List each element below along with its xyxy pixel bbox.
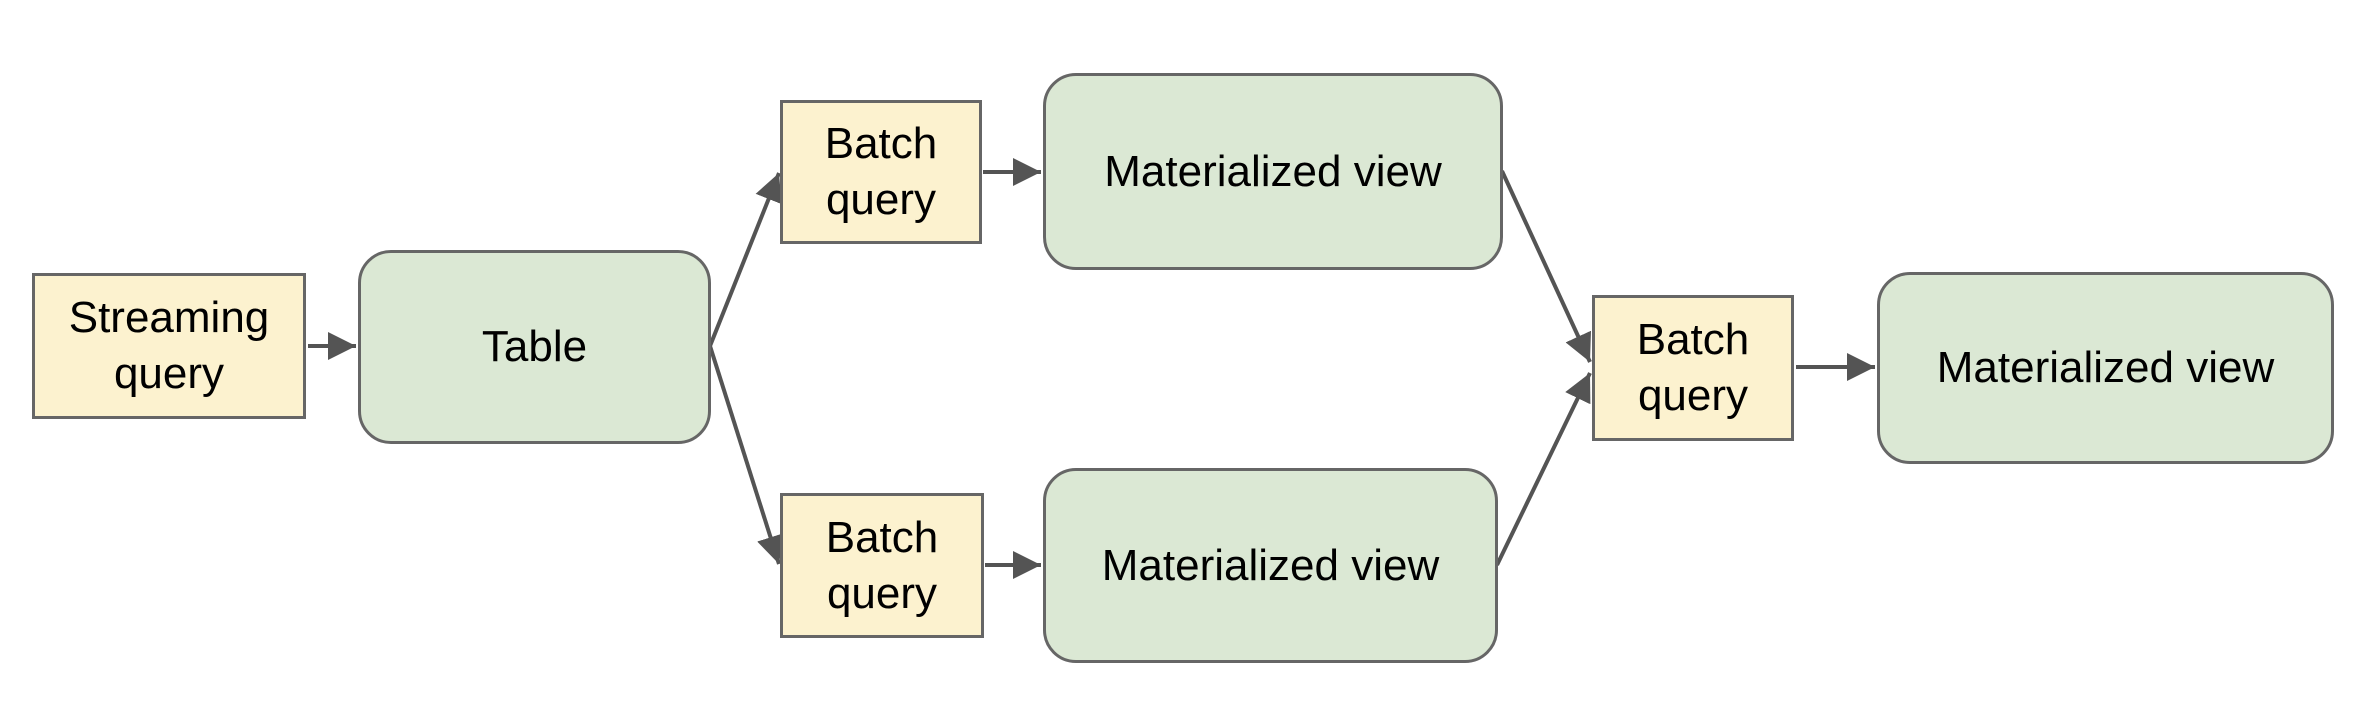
node-materialized-view-final: Materialized view	[1877, 272, 2334, 464]
node-label: Streaming query	[68, 293, 270, 398]
node-label: Materialized view	[1104, 146, 1442, 196]
node-label: Table	[481, 322, 588, 372]
node-label: Materialized view	[1101, 540, 1440, 590]
node-label: Materialized view	[1936, 343, 2275, 393]
node-materialized-view-top: Materialized view	[1043, 73, 1503, 270]
node-materialized-view-bottom: Materialized view	[1043, 468, 1498, 663]
node-batch-query-right: Batch query	[1592, 295, 1794, 441]
node-label: Batch query	[824, 119, 938, 224]
node-label: Batch query	[1636, 315, 1750, 420]
edge-table-to-batch-bottom	[708, 345, 784, 565]
edge-table-to-batch-top	[708, 172, 782, 347]
node-streaming-query: Streaming query	[32, 273, 306, 419]
node-batch-query-bottom: Batch query	[780, 493, 984, 638]
edge-mv-top-to-batch-right	[1500, 170, 1592, 363]
edge-mv-bottom-to-batch-right	[1495, 372, 1592, 566]
node-table: Table	[358, 250, 711, 444]
node-label: Batch query	[825, 512, 939, 618]
node-batch-query-top: Batch query	[780, 100, 982, 244]
